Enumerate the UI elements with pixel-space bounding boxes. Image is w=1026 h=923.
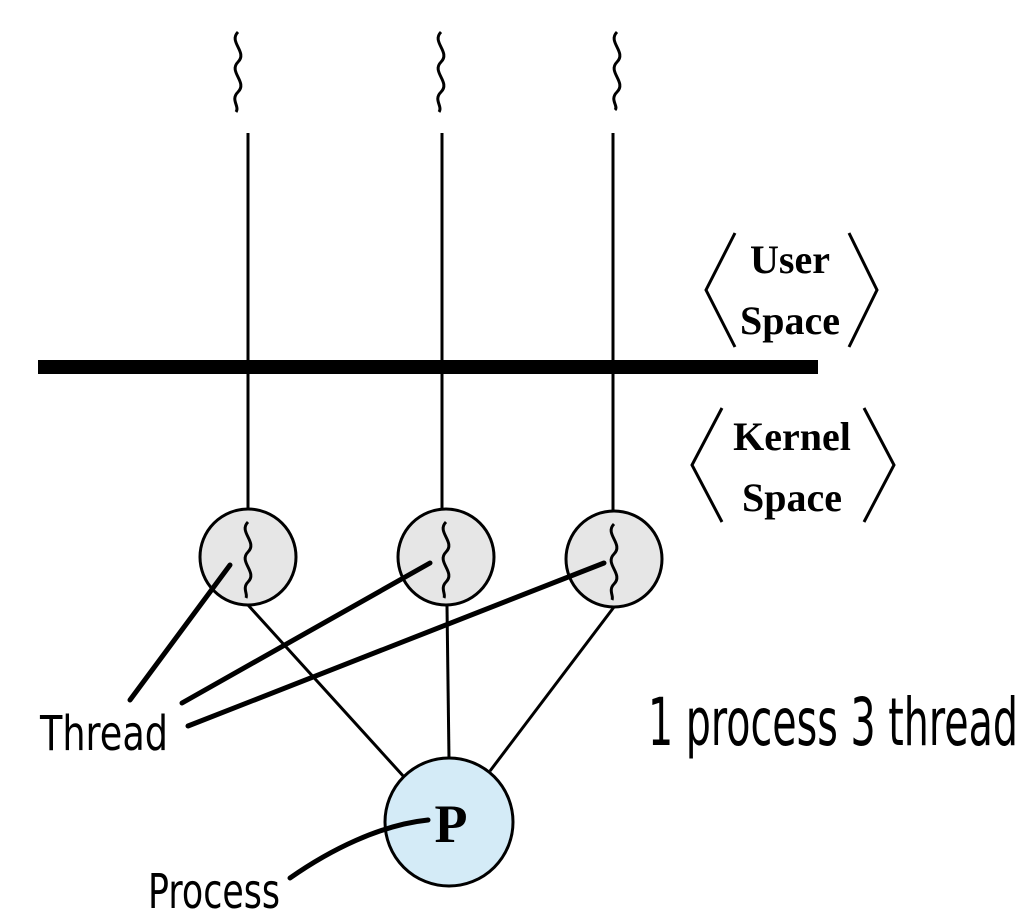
- kernel-space-left-bracket: [690, 407, 724, 523]
- kernel-thread-1: [198, 507, 298, 607]
- kernel-space-right-bracket: [862, 407, 896, 523]
- thread-2-to-process: [445, 605, 451, 760]
- thread-circle: [198, 507, 298, 607]
- user-space-right-bracket: [847, 232, 879, 348]
- kernel-space-line2: Space: [742, 475, 842, 520]
- thread-pointer-2: [179, 560, 433, 706]
- thread-3-to-process: [488, 606, 616, 772]
- thread-1-to-process: [246, 603, 407, 780]
- user-space-line2: Space: [740, 298, 840, 343]
- thread-circle: [396, 507, 496, 607]
- kernel-thread-2: [396, 507, 496, 607]
- thread-squiggle-icon: [609, 522, 619, 601]
- user-thread-squiggle-2: [436, 30, 446, 113]
- process-circle: [383, 756, 515, 888]
- user-thread-squiggle-1: [233, 30, 243, 113]
- thread-pointer-1: [127, 562, 233, 703]
- process-node: P: [383, 756, 515, 888]
- summary-label: 1 process 3 thread: [648, 684, 1018, 761]
- process-symbol: P: [435, 794, 468, 854]
- kernel-thread-3: [564, 509, 664, 609]
- user-space-line1: User: [750, 237, 830, 282]
- thread-pointer-3: [185, 560, 607, 729]
- thread-squiggle-icon: [441, 520, 451, 599]
- process-label: Process: [148, 864, 280, 920]
- user-space-left-bracket: [704, 232, 737, 348]
- kernel-space-line1: Kernel: [733, 414, 851, 459]
- thread-label: Thread: [39, 706, 168, 762]
- user-space-label: User Space: [704, 232, 879, 348]
- thread-squiggle-icon: [243, 520, 253, 599]
- thread-circle: [564, 509, 664, 609]
- user-thread-squiggle-3: [612, 30, 622, 112]
- process-pointer: [287, 817, 431, 881]
- kernel-space-label: Kernel Space: [690, 407, 896, 523]
